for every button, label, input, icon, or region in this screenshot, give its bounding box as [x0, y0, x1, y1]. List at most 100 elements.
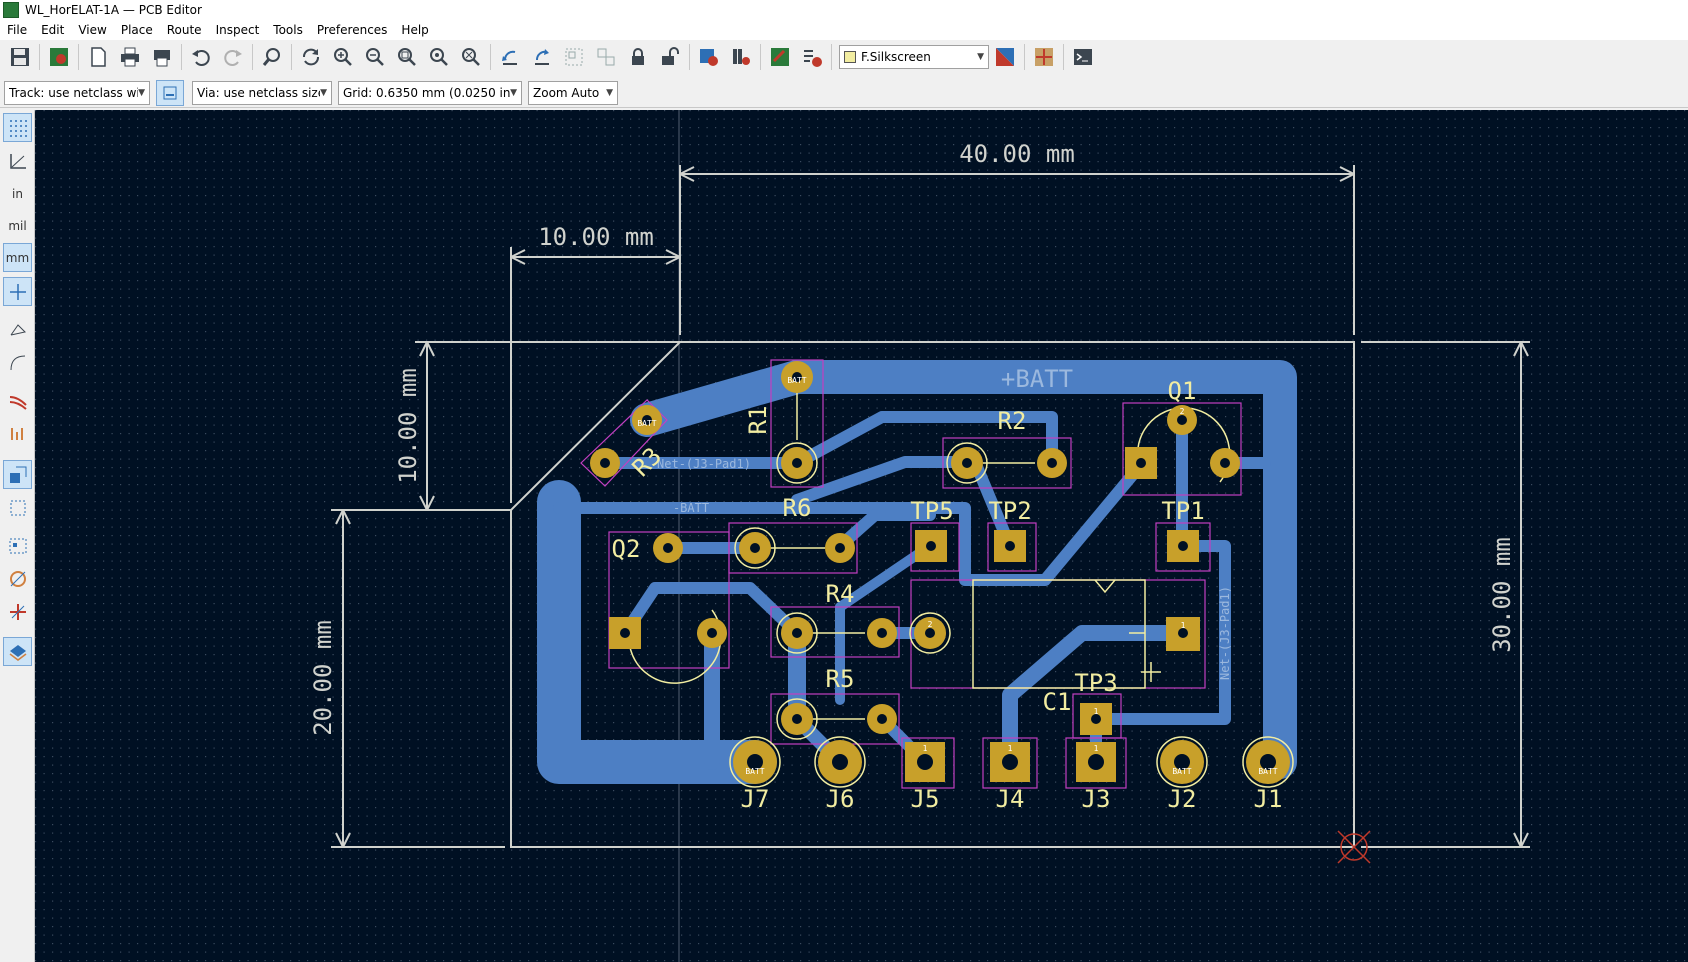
- chevron-down-icon: ▼: [977, 52, 984, 62]
- scripting-console-button[interactable]: [1067, 42, 1099, 72]
- plot-button[interactable]: [146, 42, 178, 72]
- pad-outline-icon: [9, 538, 26, 553]
- zone-fill-button[interactable]: [3, 460, 32, 489]
- pad-r1-2: [776, 442, 818, 484]
- menu-preferences[interactable]: Preferences: [316, 23, 388, 37]
- ref-r6: R6: [783, 494, 812, 522]
- pad-j4: [990, 742, 1030, 782]
- layers-icon: [9, 644, 26, 661]
- track-width-value: Track: use netclass width: [9, 85, 138, 100]
- zone-outline-button[interactable]: [3, 493, 32, 522]
- board-outline: [510, 341, 1355, 848]
- crosshair-icon: [9, 283, 26, 300]
- menu-help[interactable]: Help: [401, 23, 429, 37]
- board-setup-button[interactable]: [43, 42, 75, 72]
- track-display-button[interactable]: [3, 386, 32, 415]
- curved-ratsnest-button[interactable]: [3, 348, 32, 377]
- zoom-objects-button[interactable]: [423, 42, 455, 72]
- zoom-in-button[interactable]: [327, 42, 359, 72]
- pad-tp1: [1167, 530, 1199, 562]
- ref-j1: J1: [1254, 785, 1283, 813]
- toolbar-separator: [490, 44, 491, 70]
- find-button[interactable]: [256, 42, 288, 72]
- microwave-tools-button[interactable]: [1028, 42, 1060, 72]
- pcb-canvas[interactable]: 40.00 mm 10.00 mm 10.00 mm 20.00 mm: [35, 110, 1688, 962]
- menu-edit[interactable]: Edit: [41, 23, 65, 37]
- menu-route[interactable]: Route: [166, 23, 202, 37]
- zoom-selection-button[interactable]: [455, 42, 487, 72]
- units-inch-button[interactable]: in: [3, 179, 32, 208]
- page-settings-button[interactable]: [82, 42, 114, 72]
- rotate-ccw-button[interactable]: [494, 42, 526, 72]
- zoom-select[interactable]: Zoom Auto ▼: [528, 80, 618, 105]
- menu-inspect[interactable]: Inspect: [215, 23, 260, 37]
- unlock-button[interactable]: [654, 42, 686, 72]
- menu-view[interactable]: View: [78, 23, 107, 37]
- pad-r3-1: [632, 405, 662, 435]
- menu-file[interactable]: File: [7, 23, 28, 37]
- zoom-out-button[interactable]: [359, 42, 391, 72]
- title-bar: WL_HorELAT-1A — PCB Editor: [0, 0, 1688, 20]
- via-display-button[interactable]: [3, 419, 32, 448]
- layers-manager-button[interactable]: [3, 637, 32, 666]
- cursor-style-button[interactable]: [3, 277, 32, 306]
- update-from-schematic-button[interactable]: [764, 42, 796, 72]
- group-button[interactable]: [558, 42, 590, 72]
- layer-pair-button[interactable]: [989, 42, 1021, 72]
- ref-j4: J4: [996, 785, 1025, 813]
- pad-label-j5: 1: [923, 744, 928, 753]
- layer-selector[interactable]: F.Silkscreen ▼: [839, 45, 989, 69]
- ungroup-icon: [597, 48, 615, 66]
- pad-label-u1-1: 1: [1181, 621, 1186, 630]
- pad-label-j2: BATT: [1172, 767, 1191, 776]
- pad-j7: [729, 736, 781, 788]
- pad-label-j7: BATT: [745, 767, 764, 776]
- via-outline-icon: [10, 427, 23, 440]
- refresh-icon: [303, 48, 319, 66]
- high-contrast-button[interactable]: [3, 597, 32, 626]
- ungroup-button[interactable]: [590, 42, 622, 72]
- rotate-cw-button[interactable]: [526, 42, 558, 72]
- menu-tools[interactable]: Tools: [273, 23, 303, 37]
- undo-button[interactable]: [185, 42, 217, 72]
- ref-r1: R1: [744, 406, 772, 435]
- group-icon: [565, 48, 583, 66]
- print-button[interactable]: [114, 42, 146, 72]
- dimension-corner-height-label: 10.00 mm: [394, 368, 422, 484]
- zoom-fit-icon: [398, 48, 416, 66]
- net-label-minus-batt: -BATT: [673, 501, 709, 515]
- dimension-right-height-label: 30.00 mm: [1488, 537, 1516, 653]
- pad-label-tp3: 1: [1094, 707, 1099, 716]
- auto-track-width-button[interactable]: [156, 79, 184, 106]
- update-pcb-icon: [771, 48, 789, 66]
- pad-display-button[interactable]: [3, 531, 32, 560]
- refresh-button[interactable]: [295, 42, 327, 72]
- chevron-down-icon: ▼: [138, 87, 145, 98]
- graphics-outline-button[interactable]: [3, 564, 32, 593]
- units-mil-button[interactable]: mil: [3, 211, 32, 240]
- grid-select[interactable]: Grid: 0.6350 mm (0.0250 in) ▼: [338, 80, 522, 105]
- units-mm-button[interactable]: mm: [3, 243, 32, 272]
- grid-value: Grid: 0.6350 mm (0.0250 in): [343, 85, 511, 100]
- checklist-button[interactable]: [796, 42, 828, 72]
- track-width-select[interactable]: Track: use netclass width ▼: [4, 80, 150, 105]
- pad-j5: [905, 742, 945, 782]
- grid-toggle-button[interactable]: [3, 113, 32, 142]
- footprint-library-button[interactable]: [725, 42, 757, 72]
- save-button[interactable]: [4, 42, 36, 72]
- zoom-fit-button[interactable]: [391, 42, 423, 72]
- redo-button[interactable]: [217, 42, 249, 72]
- dimension-corner-width: [510, 247, 681, 503]
- ratsnest-toggle-button[interactable]: [3, 315, 32, 344]
- pad-j6: [814, 736, 866, 788]
- ref-q2: Q2: [612, 535, 641, 563]
- pad-r2-2: [1037, 448, 1067, 478]
- menu-place[interactable]: Place: [120, 23, 153, 37]
- lock-button[interactable]: [622, 42, 654, 72]
- polar-coords-button[interactable]: [3, 146, 32, 175]
- units-mm-label: mm: [5, 250, 30, 265]
- polar-coords-icon: [9, 153, 26, 169]
- track-outline-icon: [9, 395, 27, 410]
- via-size-select[interactable]: Via: use netclass sizes ▼: [192, 80, 332, 105]
- drc-button[interactable]: [693, 42, 725, 72]
